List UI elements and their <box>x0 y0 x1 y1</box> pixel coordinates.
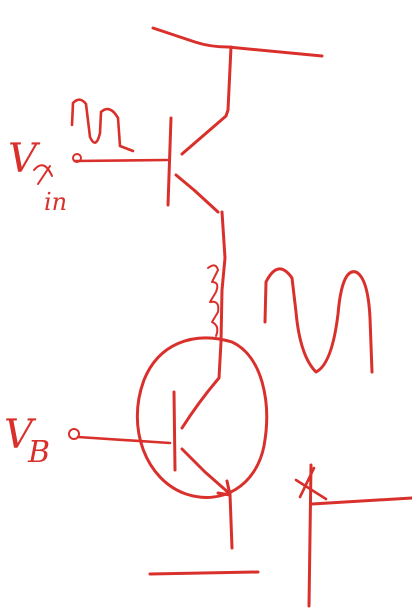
axes-vertical-line <box>307 463 313 608</box>
upper-input-terminal <box>72 153 82 163</box>
upper-transistor-emitter <box>174 173 220 214</box>
top-supply-rail <box>151 26 324 58</box>
ink-layer: V in V B <box>4 26 412 608</box>
vin-label-subscript: in <box>44 188 67 216</box>
vb-label-subscript: B <box>27 435 50 470</box>
middle-wire-scribble <box>207 264 220 337</box>
input-waveform <box>70 98 135 153</box>
lower-transistor-collector <box>180 340 223 430</box>
vb-label: V B <box>4 412 50 470</box>
output-waveform <box>263 267 374 374</box>
ground-rail <box>148 570 260 576</box>
lower-transistor <box>172 340 232 497</box>
vin-label-main: V <box>8 136 41 182</box>
upper-transistor <box>166 116 220 214</box>
vin-label: V in <box>8 136 67 216</box>
upper-collector-wire <box>180 45 233 156</box>
lower-input-wire <box>76 435 172 445</box>
lower-transistor-circle <box>135 336 269 499</box>
vb-label-main: V <box>4 412 37 458</box>
upper-transistor-base-bar <box>166 116 173 207</box>
vin-label-strike <box>33 164 53 185</box>
middle-connection-wire <box>219 210 227 344</box>
lower-transistor-emitter <box>180 447 232 496</box>
axes-sketch <box>294 463 412 608</box>
upper-input-wire <box>73 158 169 163</box>
axes-horizontal-line <box>310 496 412 506</box>
lower-transistor-base-bar <box>172 390 177 472</box>
lower-input-terminal <box>68 428 80 440</box>
axes-x-mark <box>294 466 328 501</box>
lower-emitter-wire <box>228 492 234 550</box>
